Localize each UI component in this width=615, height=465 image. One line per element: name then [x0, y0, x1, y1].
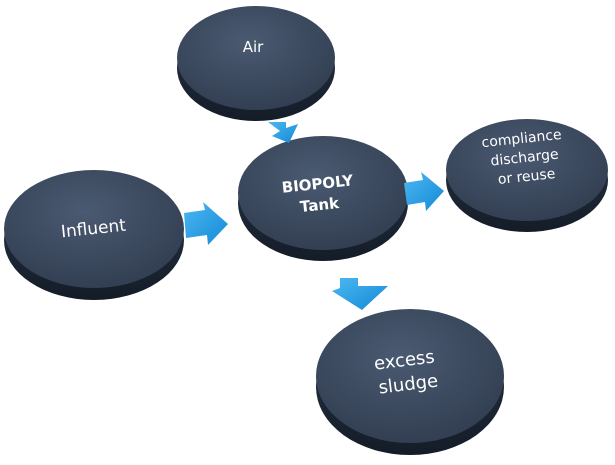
- arrow-tank-to-sludge-icon: [332, 278, 388, 310]
- air-label: Air: [243, 38, 264, 56]
- output-label-line2: discharge: [490, 146, 560, 169]
- tank-label-line2: Tank: [299, 194, 341, 216]
- arrow-air-to-tank-icon: [268, 122, 298, 143]
- influent-node: Influent: [4, 170, 184, 300]
- output-node: compliance discharge or reuse: [446, 119, 608, 232]
- sludge-node: excess sludge: [316, 309, 504, 455]
- output-label-line3: or reuse: [497, 166, 556, 188]
- air-node: Air: [177, 6, 335, 121]
- arrow-tank-to-output-icon: [404, 172, 444, 211]
- arrow-influent-to-tank-icon: [184, 202, 228, 245]
- tank-node: BIOPOLY Tank: [238, 136, 408, 261]
